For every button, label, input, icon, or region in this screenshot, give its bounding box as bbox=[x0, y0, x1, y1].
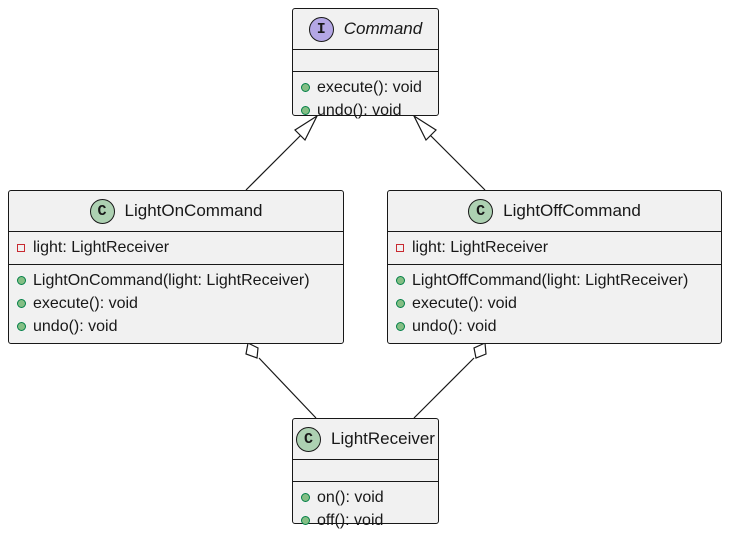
class-icon: C bbox=[296, 426, 322, 452]
method-row: execute(): void bbox=[9, 292, 343, 315]
class-icon: C bbox=[89, 198, 115, 224]
method-row: undo(): void bbox=[388, 315, 721, 338]
command-interface: I Command execute(): void undo(): void bbox=[292, 8, 439, 119]
class-name: LightOnCommand bbox=[124, 201, 263, 220]
public-method-icon bbox=[17, 322, 26, 331]
public-method-icon bbox=[396, 322, 405, 331]
aggregation-line-lightoff bbox=[413, 357, 475, 419]
public-method-icon bbox=[301, 493, 310, 502]
method-row: undo(): void bbox=[293, 99, 438, 122]
public-method-icon bbox=[17, 299, 26, 308]
private-field-icon bbox=[396, 243, 404, 252]
methods-section: LightOnCommand(light: LightReceiver) exe… bbox=[9, 264, 343, 343]
methods-section: on(): void off(): void bbox=[293, 481, 438, 537]
fields-section: light: LightReceiver bbox=[9, 231, 343, 264]
method-row: undo(): void bbox=[9, 315, 343, 338]
public-method-icon bbox=[301, 106, 310, 115]
class-name: LightOffCommand bbox=[503, 201, 641, 220]
method-row: LightOnCommand(light: LightReceiver) bbox=[9, 269, 343, 292]
public-method-icon bbox=[396, 299, 405, 308]
methods-section: LightOffCommand(light: LightReceiver) ex… bbox=[388, 264, 721, 343]
realization-line-lightoff bbox=[425, 130, 486, 191]
method-row: execute(): void bbox=[293, 76, 438, 99]
private-field-icon bbox=[17, 243, 25, 252]
field-row: light: LightReceiver bbox=[388, 236, 721, 259]
light-receiver-class: C LightReceiver on(): void off(): void bbox=[292, 418, 439, 529]
aggregation-diamond-lighton bbox=[245, 342, 259, 359]
method-row: off(): void bbox=[293, 509, 438, 532]
method-row: execute(): void bbox=[388, 292, 721, 315]
method-row: on(): void bbox=[293, 486, 438, 509]
class-name: Command bbox=[343, 19, 423, 38]
class-header: C LightOnCommand bbox=[9, 191, 343, 231]
public-method-icon bbox=[301, 83, 310, 92]
class-header: I Command bbox=[293, 9, 438, 49]
public-method-icon bbox=[17, 276, 26, 285]
inheritance-arrowhead-lighton bbox=[294, 114, 319, 142]
public-method-icon bbox=[301, 516, 310, 525]
aggregation-line-lighton bbox=[258, 357, 317, 419]
class-header: C LightReceiver bbox=[293, 419, 438, 459]
class-header: C LightOffCommand bbox=[388, 191, 721, 231]
public-method-icon bbox=[396, 276, 405, 285]
light-on-command-class: C LightOnCommand light: LightReceiver Li… bbox=[8, 190, 344, 344]
fields-section bbox=[293, 459, 438, 481]
fields-section: light: LightReceiver bbox=[388, 231, 721, 264]
aggregation-diamond-lightoff bbox=[473, 342, 487, 359]
inheritance-arrowhead-lightoff bbox=[412, 114, 437, 142]
interface-icon: I bbox=[308, 16, 334, 42]
realization-line-lighton bbox=[245, 130, 306, 191]
class-icon: C bbox=[468, 198, 494, 224]
fields-section bbox=[293, 49, 438, 71]
light-off-command-class: C LightOffCommand light: LightReceiver L… bbox=[387, 190, 722, 344]
methods-section: execute(): void undo(): void bbox=[293, 71, 438, 127]
method-row: LightOffCommand(light: LightReceiver) bbox=[388, 269, 721, 292]
class-name: LightReceiver bbox=[331, 429, 435, 448]
field-row: light: LightReceiver bbox=[9, 236, 343, 259]
